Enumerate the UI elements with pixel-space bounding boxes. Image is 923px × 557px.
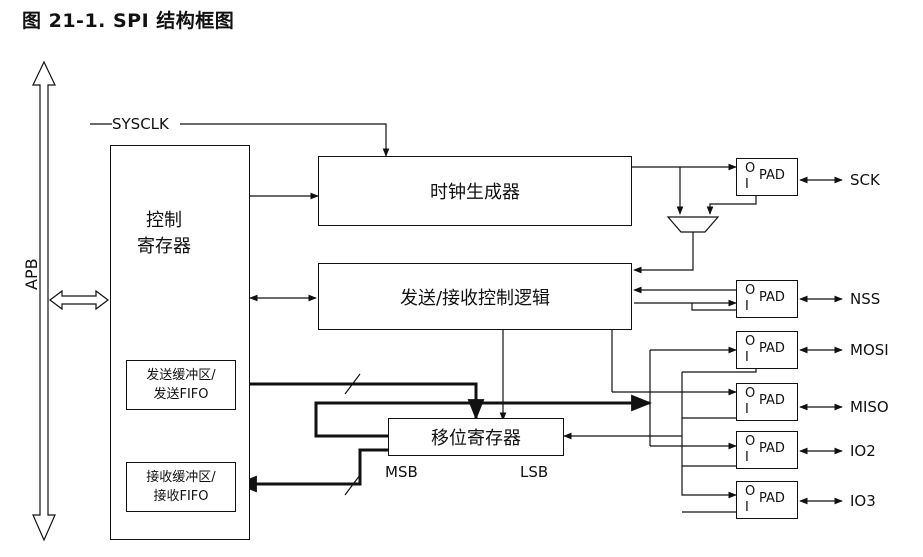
shift-register-label: 移位寄存器 xyxy=(431,428,521,449)
pad-in-label: I xyxy=(745,450,749,465)
rx-buffer-label: 接收缓冲区/ 接收FIFO xyxy=(146,470,216,504)
apb-label: APB xyxy=(22,258,41,290)
txrx-logic-label: 发送/接收控制逻辑 xyxy=(399,287,551,309)
tx-buffer-label: 发送缓冲区/ 发送FIFO xyxy=(146,368,216,402)
pad-in-label: I xyxy=(745,500,749,515)
pad-label: PAD xyxy=(759,393,785,408)
msb-label: MSB xyxy=(385,463,418,481)
apb-control-arrow xyxy=(49,289,109,311)
shift-register-block: 移位寄存器 xyxy=(388,418,564,456)
pin-io3: IO3 xyxy=(850,492,876,510)
pad-mosi: O PAD I xyxy=(736,331,798,369)
pad-out-label: O xyxy=(745,334,756,349)
clock-generator-label: 时钟生成器 xyxy=(430,182,520,203)
pad-out-label: O xyxy=(745,283,756,298)
clock-generator-block: 时钟生成器 xyxy=(318,156,632,226)
pad-in-label: I xyxy=(745,177,749,192)
pin-mosi: MOSI xyxy=(850,341,889,359)
lsb-label: LSB xyxy=(520,463,549,481)
pad-sck: O PAD I xyxy=(736,158,798,196)
control-register-label: 控制 寄存器 xyxy=(137,210,191,257)
pad-out-label: O xyxy=(745,386,756,401)
tx-buffer-block: 发送缓冲区/ 发送FIFO xyxy=(126,360,236,410)
pad-in-label: I xyxy=(745,402,749,417)
pad-label: PAD xyxy=(759,491,785,506)
pad-miso: O PAD I xyxy=(736,383,798,421)
apb-bus-arrow xyxy=(32,60,56,542)
pad-label: PAD xyxy=(759,168,785,183)
pad-nss: O PAD I xyxy=(736,280,798,318)
pad-label: PAD xyxy=(759,290,785,305)
figure-title: 图 21-1. SPI 结构框图 xyxy=(22,10,235,32)
pad-in-label: I xyxy=(745,350,749,365)
pad-label: PAD xyxy=(759,341,785,356)
pad-io2: O PAD I xyxy=(736,431,798,469)
txrx-logic-block: 发送/接收控制逻辑 xyxy=(318,263,632,330)
pin-io2: IO2 xyxy=(850,442,876,460)
pad-out-label: O xyxy=(745,434,756,449)
pad-out-label: O xyxy=(745,484,756,499)
pin-sck: SCK xyxy=(850,171,880,189)
pad-in-label: I xyxy=(745,299,749,314)
pad-label: PAD xyxy=(759,441,785,456)
sysclk-label: SYSCLK xyxy=(112,115,169,133)
rx-buffer-block: 接收缓冲区/ 接收FIFO xyxy=(126,462,236,512)
sck-mux xyxy=(666,216,720,233)
pin-miso: MISO xyxy=(850,398,889,416)
pin-nss: NSS xyxy=(850,290,881,308)
pad-out-label: O xyxy=(745,161,756,176)
pad-io3: O PAD I xyxy=(736,481,798,519)
